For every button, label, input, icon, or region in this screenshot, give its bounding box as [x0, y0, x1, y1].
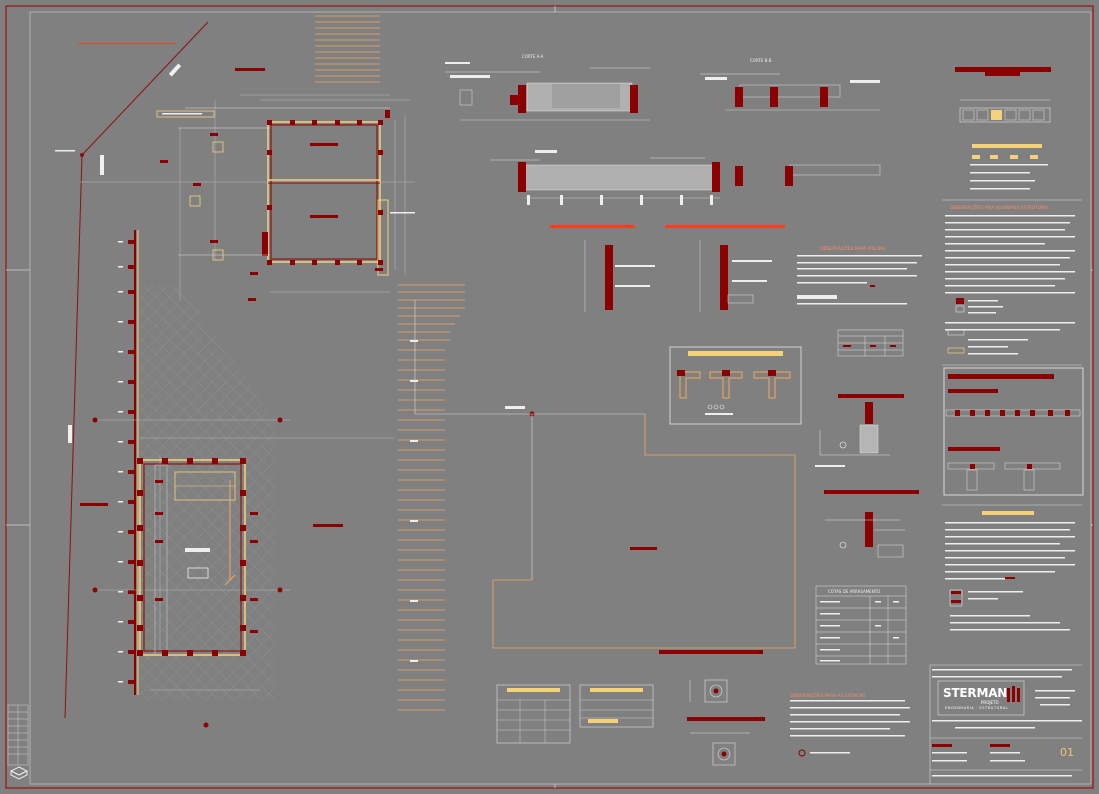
company-suffix: PROJETO: [981, 700, 999, 705]
upper-building-labels: [55, 110, 415, 214]
pool-tags: [80, 480, 343, 633]
right-block-legend: [970, 144, 1048, 190]
left-legend-table: [7, 704, 29, 766]
small-table-cells: [843, 345, 896, 347]
upper-building-dim-lines: [178, 107, 390, 256]
center-axis-lines: [414, 300, 645, 580]
plan-dimension-lines: [80, 94, 415, 691]
right-notes-block: [945, 215, 1075, 355]
company-tagline: ENGENHARIA · ESTRUTURAL: [945, 706, 1009, 710]
right-notes-title: OBSERVAÇÕES PARA ALVENARIA ESTRUTURAL: [950, 204, 1049, 211]
pile-cap-detail-1: [659, 650, 763, 703]
title-block-lines: [932, 669, 1082, 777]
orange-tick-column-top: [315, 15, 380, 83]
left-wall-pillars: [128, 240, 134, 684]
cotas-table-title: COTAS DE ARRASAMENTO: [828, 589, 880, 594]
right-panel-dividers: [929, 199, 1082, 784]
company-name: STERMAN: [943, 686, 1008, 700]
sheet-inner-border: [29, 11, 1092, 785]
pool-notes-block: [797, 255, 922, 305]
orange-tick-column-mid: [398, 284, 465, 711]
drawing-file-icon: [10, 766, 28, 780]
lower-right-notes: [945, 511, 1075, 631]
pile-detail-1: [815, 394, 904, 467]
site-boundary: [64, 21, 209, 719]
stake-notes-block: [790, 700, 910, 757]
axis-tag: [505, 406, 525, 409]
cotas-table-cells: [820, 601, 899, 662]
pile-cap-detail-2: [687, 717, 765, 766]
lot-outline: [492, 414, 796, 649]
lot-label: [630, 547, 657, 550]
right-boxed-detail-blocks: [955, 410, 1070, 469]
logo-mark-icon: [1007, 686, 1020, 702]
cotas-table: [815, 585, 907, 665]
bottom-table-1: [496, 684, 571, 744]
pool-pillars: [137, 458, 246, 656]
section-b-title: CORTE B-B: [750, 58, 772, 63]
small-table: [837, 329, 904, 357]
pile-detail-2: [824, 490, 919, 558]
orange-tick-tags: [410, 340, 418, 662]
upper-building-pillars: [267, 110, 390, 265]
right-top-section-detail: [955, 67, 1051, 123]
section-c-piles: [527, 195, 713, 205]
pool-notes-title: OBSERVAÇÕES PARA PISCINA: [820, 245, 886, 252]
section-a: [445, 62, 650, 121]
upper-building-tags: [160, 68, 383, 301]
stake-notes-title: OBSERVAÇÕES PARA AS ESTACAS: [790, 692, 865, 699]
section-c: [490, 150, 881, 199]
sheet-number: 01: [1060, 746, 1074, 759]
border-ticks: [6, 6, 1093, 788]
company-logo: STERMAN PROJETO ENGENHARIA · ESTRUTURAL: [940, 683, 1022, 713]
logo-frame: [937, 680, 1025, 716]
right-legend-swatches: [947, 298, 965, 354]
section-b: [700, 73, 880, 111]
section-a-title: CORTE A-A: [522, 54, 544, 59]
bottom-table-2: [579, 684, 654, 728]
left-wall-tags: [118, 241, 123, 683]
corner-detail-box: [669, 346, 802, 425]
detail-wall-sections: [550, 225, 785, 312]
right-boxed-detail: [943, 367, 1084, 496]
sheet-outer-border: [5, 5, 1094, 789]
plan-title-underline: [78, 38, 176, 44]
upper-building: [262, 121, 389, 276]
pile-caps: [189, 141, 224, 261]
